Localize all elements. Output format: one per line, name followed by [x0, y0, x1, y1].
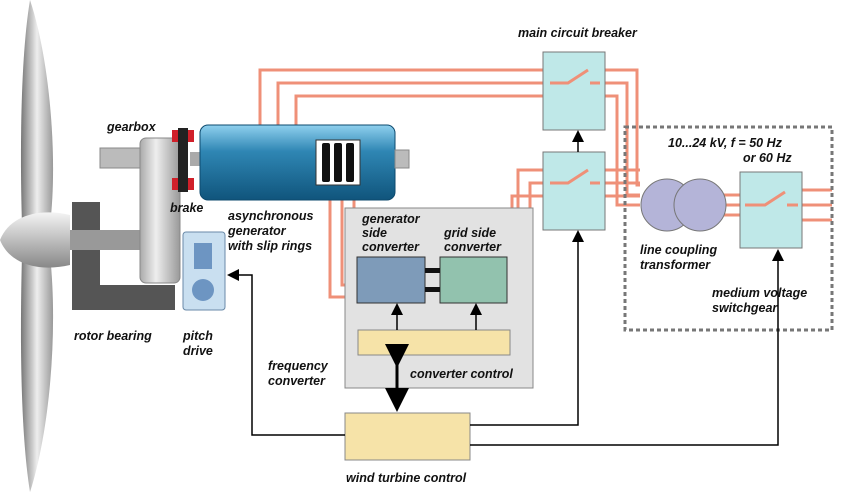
brake: [172, 128, 204, 192]
generator-side-converter: [356, 256, 426, 304]
gearbox: [139, 137, 181, 284]
grid-side-converter: [439, 256, 508, 304]
rotor-bearing: [72, 202, 175, 310]
pitch-drive: [182, 231, 226, 311]
medium-voltage-area: [623, 125, 834, 332]
label-frequency-converter: frequency converter: [268, 359, 331, 388]
label-converter-control: converter control: [410, 367, 513, 381]
grid-breaker: [542, 151, 606, 231]
wind-turbine-control: [344, 412, 471, 461]
label-rotor-bearing: rotor bearing: [74, 329, 152, 343]
control-lines: [227, 130, 784, 446]
line-coupling-transformer: [640, 178, 727, 232]
label-switchgear: medium voltage switchgear: [712, 286, 811, 315]
label-transformer: line coupling transformer: [640, 243, 721, 272]
label-gearbox: gearbox: [106, 120, 157, 134]
label-generator: asynchronous generator with slip rings: [227, 209, 317, 253]
rotor-blades: [0, 0, 70, 492]
label-voltage: 10...24 kV, f = 50 Hz or 60 Hz: [668, 136, 792, 165]
label-grid-side-converter: grid side converter: [443, 226, 502, 254]
label-generator-side-converter: generator side converter: [361, 212, 423, 254]
label-wind-turbine-control: wind turbine control: [346, 471, 467, 485]
generator: [199, 124, 410, 201]
label-brake: brake: [170, 201, 203, 215]
converter-control: [357, 329, 511, 356]
hub: [0, 212, 70, 268]
label-pitch-drive: pitch drive: [182, 329, 216, 358]
label-main-circuit-breaker: main circuit breaker: [518, 26, 638, 40]
main-circuit-breaker: [542, 51, 606, 131]
medium-voltage-switchgear: [739, 171, 803, 249]
